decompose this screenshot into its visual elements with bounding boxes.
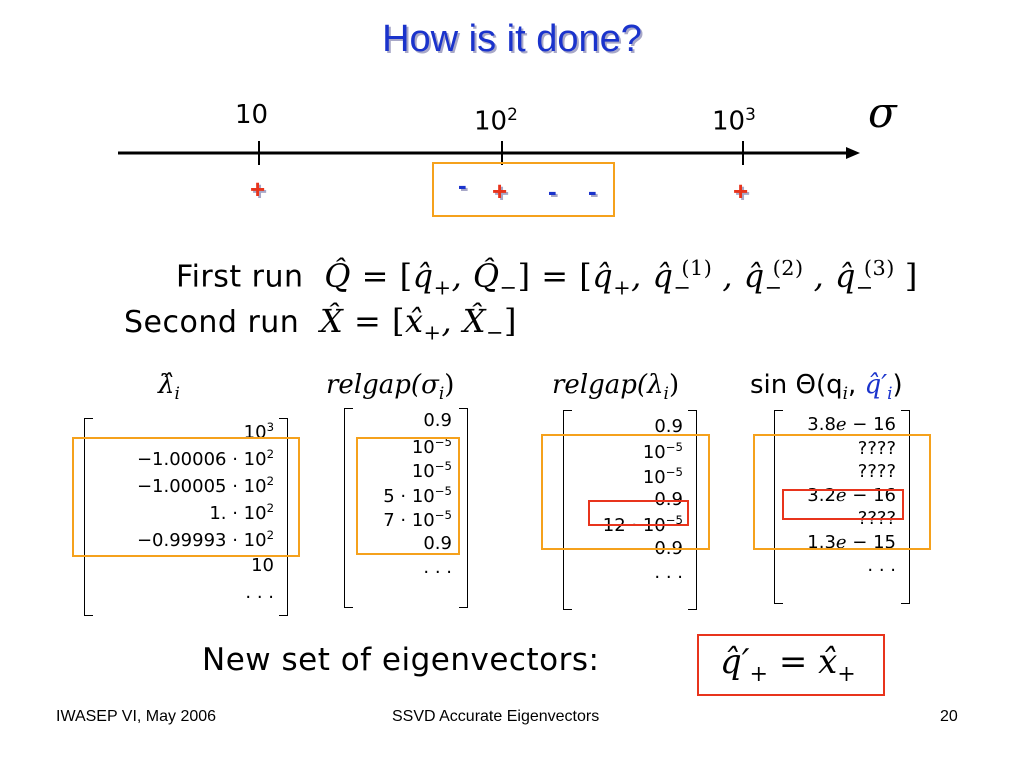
matrix-cell: −1.00006 ·	[136, 449, 244, 470]
matrix-row: 1. · 102	[209, 501, 274, 524]
matrix-cell-exponent: 2	[266, 474, 274, 488]
matrix-cell: . . .	[867, 555, 896, 576]
matrix-cell-base: 10	[243, 503, 267, 524]
matrix-row: −0.99993 · 102	[137, 528, 274, 551]
matrix-row: . . .	[867, 555, 896, 576]
matrix-row: 1.3e − 15	[807, 532, 896, 553]
matrix-cell-exponent: −5	[665, 513, 683, 528]
matrix-cell-base: 10	[243, 449, 267, 470]
matrix-cell: . . .	[423, 557, 452, 578]
sign-minus: -	[588, 176, 597, 206]
matrix-cell-exponent: −5	[665, 440, 683, 455]
matrix-cell: 1.3e − 15	[807, 531, 896, 553]
relgap-lambda-highlight-box	[541, 434, 710, 550]
matrix-cell: 3.8e − 16	[807, 414, 896, 435]
matrix-cell: 0.9	[423, 532, 452, 554]
matrix-cell-base: 10	[411, 436, 435, 458]
tick-10: 10	[235, 100, 269, 130]
matrix-row: 10−5	[643, 465, 683, 488]
matrix-cell: ????	[857, 461, 896, 482]
matrix-row: 10−5	[412, 459, 452, 482]
matrix-cell: 0.9	[654, 488, 683, 510]
cluster-box	[432, 162, 615, 217]
sign-plus: +	[733, 176, 749, 206]
matrix-row: 10−5	[643, 440, 683, 463]
slide-title: How is it done?	[382, 18, 642, 60]
sign-plus: +	[250, 174, 266, 204]
matrix-row: 7 · 10−5	[383, 508, 452, 531]
matrix-cell: −1.00005 ·	[136, 476, 244, 497]
relgap-sigma-heading: relgap(σi)	[326, 370, 455, 404]
result-box	[697, 634, 885, 696]
matrix-cell: 7 ·	[383, 510, 412, 531]
matrix-cell: 0.9	[423, 410, 452, 431]
matrix-cell: −0.99993 ·	[136, 530, 244, 551]
matrix-cell-exponent: −5	[434, 459, 452, 473]
matrix-cell: . . .	[245, 582, 274, 603]
relgap-lambda-red-box	[588, 500, 689, 526]
matrix-row: . . .	[423, 557, 452, 578]
matrix-cell: 0.9	[654, 416, 683, 437]
second-run-line: Second run X̂ = [x̂+, X̂−]	[124, 302, 517, 345]
tick-1000: 103	[712, 104, 756, 137]
matrix-row: ????	[858, 461, 896, 482]
footer-center: SSVD Accurate Eigenvectors	[392, 708, 600, 725]
lambda-heading: λ̂i	[158, 370, 180, 404]
matrix-cell-base: 10	[411, 461, 435, 482]
matrix-cell-exponent: 2	[266, 501, 274, 515]
first-run-line: First run Q̂ = [q̂+, Q̂−] = [q̂+, q̂−(1)…	[176, 256, 918, 300]
relgap-sigma-highlight-box	[356, 437, 460, 555]
lambda-highlight-box	[72, 437, 300, 557]
matrix-cell-exponent: −5	[665, 464, 683, 479]
matrix-cell-exponent: 3	[266, 420, 274, 434]
sign-minus: -	[458, 170, 467, 200]
matrix-row: 0.9	[423, 410, 452, 431]
matrix-row: 10	[251, 555, 274, 576]
matrix-row: 0.9	[654, 489, 683, 510]
matrix-row: 0.9	[423, 533, 452, 554]
matrix-cell-base: 10	[411, 510, 435, 531]
matrix-row: . . .	[654, 562, 683, 583]
sin-theta-heading: sin Θ(qi, q̂′i)	[750, 370, 903, 404]
tick-100: 102	[474, 104, 518, 137]
sign-plus: +	[492, 176, 508, 206]
matrix-row: −1.00005 · 102	[137, 474, 274, 497]
matrix-cell-base: 10	[642, 466, 666, 488]
matrix-cell-base: 10	[411, 485, 435, 507]
matrix-cell: . . .	[654, 561, 683, 583]
relgap-lambda-heading: relgap(λi)	[552, 370, 680, 404]
matrix-row: 0.9	[654, 416, 683, 437]
page-number: 20	[940, 708, 958, 725]
sign-minus: -	[548, 176, 557, 206]
result-formula: q̂′+ = x̂+	[720, 642, 856, 687]
matrix-cell-exponent: −5	[434, 508, 452, 522]
matrix-cell-exponent: −5	[434, 483, 452, 498]
sin-theta-highlight-box	[753, 434, 931, 550]
matrix-cell-exponent: 2	[266, 528, 274, 542]
matrix-row: 5 · 10−5	[383, 484, 452, 507]
sigma-axis	[118, 141, 860, 165]
footer-left: IWASEP VI, May 2006	[56, 708, 217, 725]
matrix-cell: 1. ·	[209, 503, 244, 524]
matrix-cell-base: 10	[642, 442, 666, 464]
matrix-cell-exponent: 2	[266, 447, 274, 461]
matrix-row: . . .	[245, 582, 274, 603]
matrix-row: ????	[858, 438, 896, 459]
matrix-cell-base: 10	[243, 530, 267, 551]
sin-theta-red-box	[782, 489, 904, 520]
matrix-cell: 5 ·	[383, 485, 412, 507]
matrix-cell-base: 10	[243, 476, 267, 497]
matrix-cell: 10	[251, 555, 274, 576]
sin-theta-matrix: 3.8e − 16????????3.2e − 16????1.3e − 15.…	[774, 410, 910, 604]
matrix-row: −1.00006 · 102	[137, 447, 274, 470]
matrix-row: 3.8e − 16	[807, 414, 896, 435]
matrix-cell: ????	[857, 437, 896, 459]
axis-sigma-symbol: σ	[868, 88, 897, 137]
new-set-label: New set of eigenvectors:	[202, 642, 600, 678]
